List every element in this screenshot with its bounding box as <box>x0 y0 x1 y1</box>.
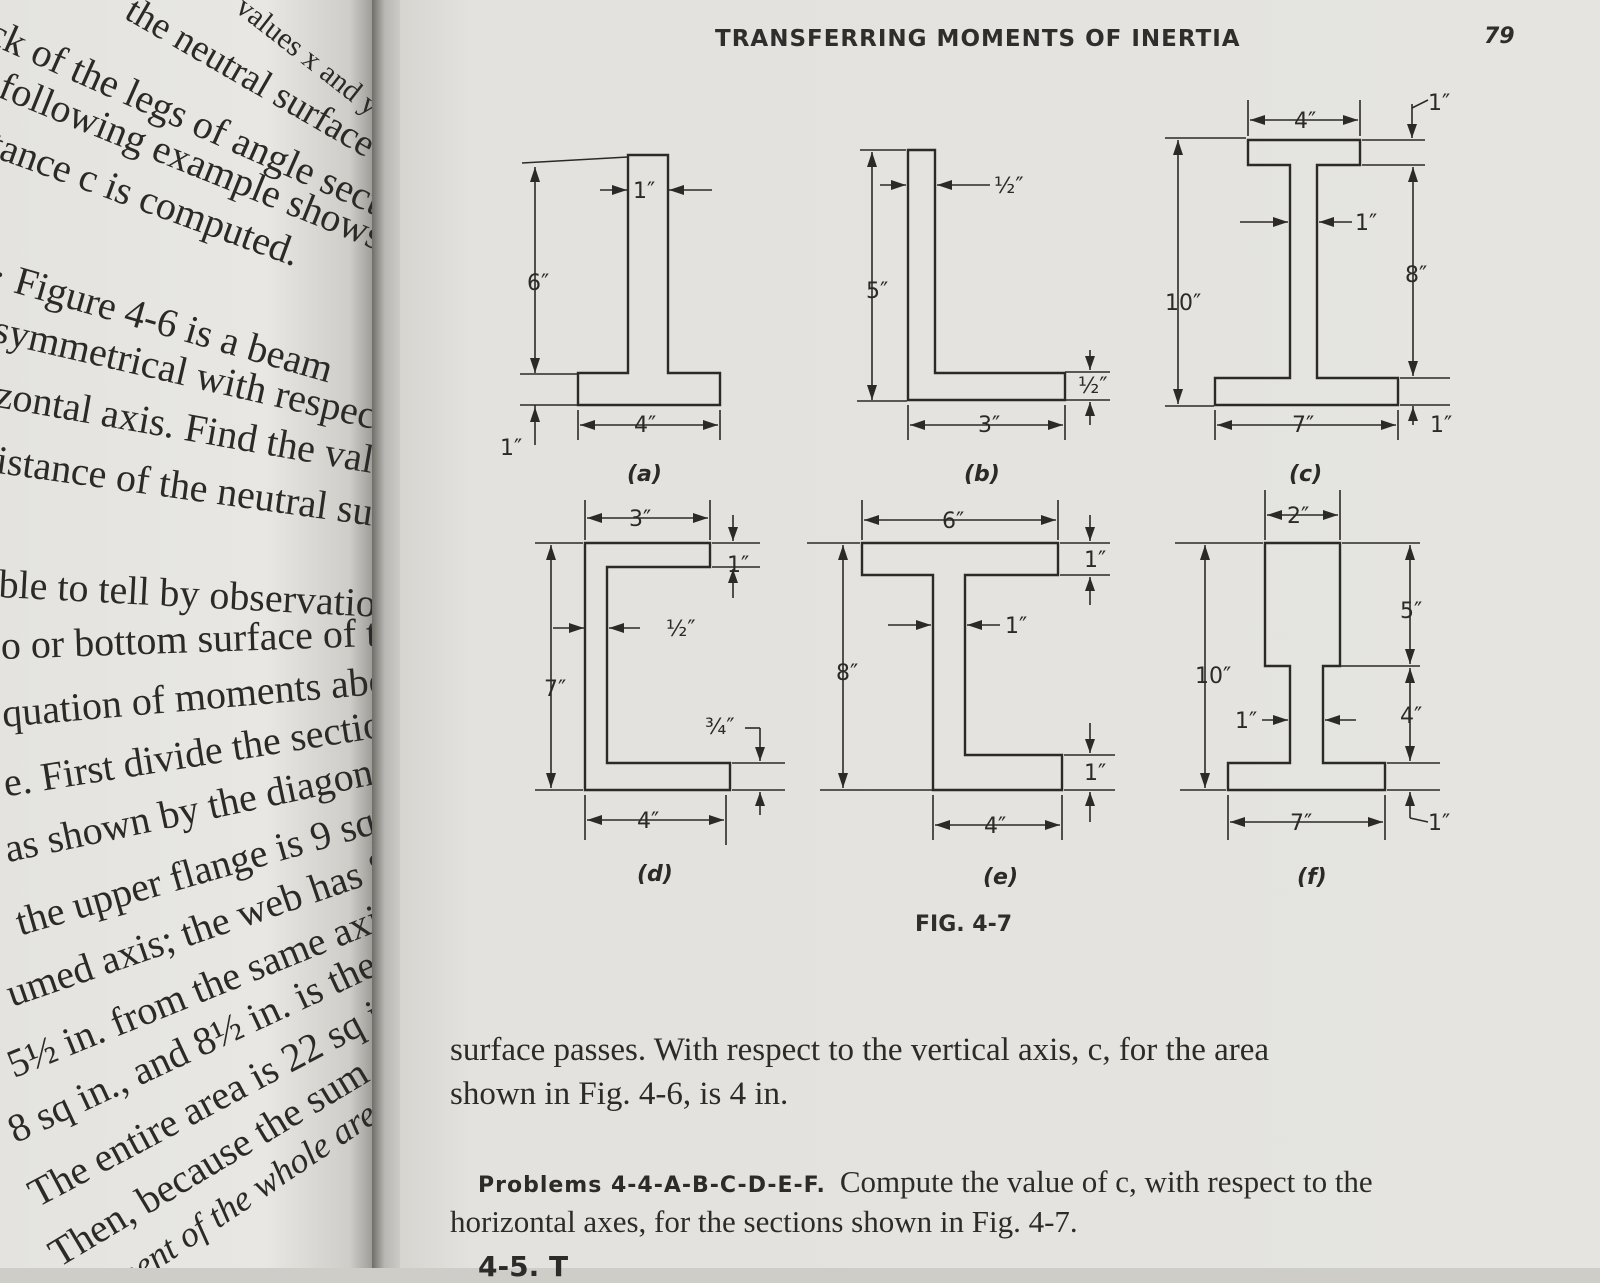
dim-label: 1″ <box>1355 211 1377 236</box>
dim-label: 3″ <box>629 507 651 532</box>
dim-label: 5″ <box>866 279 888 304</box>
dim-label: 8″ <box>836 661 858 686</box>
dim-label: 1″ <box>1235 709 1257 734</box>
dim-label: 7″ <box>1290 811 1312 836</box>
body-line: shown in Fig. 4-6, is 4 in. <box>450 1076 789 1112</box>
dim-label: 1″ <box>727 553 749 578</box>
subfigure-label: (d) <box>637 862 673 887</box>
dim-label: 1″ <box>1005 614 1027 639</box>
dim-label: 10″ <box>1195 664 1231 689</box>
subfigure-label: (f) <box>1297 865 1327 890</box>
left-page: values x and y the neutral surface ck of… <box>0 0 380 1268</box>
dim-label: 10″ <box>1165 291 1201 316</box>
subfigure-label: (b) <box>964 462 1000 487</box>
dim-label: 7″ <box>1292 413 1314 438</box>
section-c-outline <box>1213 138 1400 407</box>
section-d-outline <box>583 541 732 792</box>
dim-label: ½″ <box>666 617 696 642</box>
subfigure-label: (e) <box>983 865 1018 890</box>
problems-line-2: horizontal axes, for the sections shown … <box>450 1204 1078 1239</box>
dim-label: 2″ <box>1287 504 1309 529</box>
problems-text: Compute the value of c, with respect to … <box>839 1164 1373 1199</box>
dim-label: ½″ <box>994 174 1024 199</box>
dim-label: ½″ <box>1078 374 1108 399</box>
problems-label: Problems 4-4-A-B-C-D-E-F. <box>478 1173 826 1198</box>
running-header: TRANSFERRING MOMENTS OF INERTIA <box>715 26 1241 52</box>
page-number: 79 <box>1484 24 1515 49</box>
dim-label: 6″ <box>942 509 964 534</box>
section-a-outline <box>576 153 722 407</box>
dim-label: 1″ <box>1084 548 1106 573</box>
dim-label: ¾″ <box>705 715 735 740</box>
dim-label: 6″ <box>527 271 549 296</box>
dim-label: 7″ <box>544 677 566 702</box>
figure-caption: FIG. 4-7 <box>915 912 1013 937</box>
dim-label: 5″ <box>1400 599 1422 624</box>
dim-label: 4″ <box>637 809 659 834</box>
subfigure-label: (a) <box>627 462 662 487</box>
right-page <box>400 0 1600 1268</box>
dim-label: 3″ <box>978 413 1000 438</box>
body-line: surface passes. With respect to the vert… <box>450 1032 1270 1068</box>
dim-label: 1″ <box>1430 413 1452 438</box>
dim-label: 1″ <box>1428 811 1450 836</box>
next-heading: 4-5. T <box>478 1250 569 1283</box>
section-b-outline <box>906 148 1067 402</box>
dim-label: 1″ <box>500 436 522 461</box>
problems-line: Problems 4-4-A-B-C-D-E-F. Compute the val… <box>478 1164 1373 1201</box>
dim-label: 8″ <box>1405 263 1427 288</box>
dim-label: 1″ <box>633 179 655 204</box>
dim-label: 4″ <box>634 413 656 438</box>
dim-label: 1″ <box>1084 761 1106 786</box>
section-e-outline <box>860 541 1064 792</box>
subfigure-label: (c) <box>1289 462 1322 487</box>
dim-label: 1″ <box>1428 91 1450 116</box>
dim-label: 4″ <box>1294 109 1316 134</box>
dim-label: 4″ <box>984 814 1006 839</box>
dim-label: 4″ <box>1400 704 1422 729</box>
